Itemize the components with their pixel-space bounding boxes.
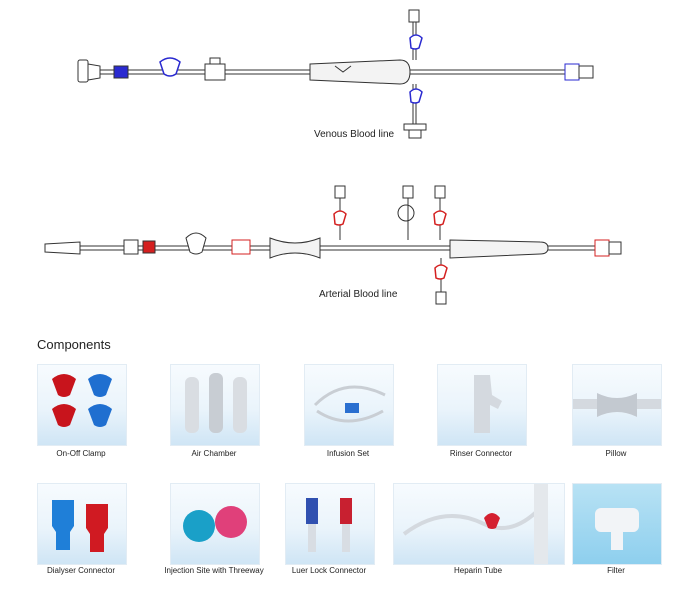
tile-label-luer-lock-connector: Luer Lock Connector: [291, 566, 367, 575]
infusion-set-photo: [304, 364, 394, 446]
venous-blood-line-diagram: Venous Blood line: [0, 0, 700, 150]
tile-label-dialyser-connector: Dialyser Connector: [46, 566, 116, 575]
luer-lock-connector-photo: [285, 483, 375, 565]
heparin-tube-photo: [393, 483, 565, 565]
arterial-line-label: Arterial Blood line: [319, 289, 398, 300]
tile-label-rinser-connector: Rinser Connector: [449, 449, 513, 458]
tile-label-pillow: Pillow: [605, 449, 627, 458]
arterial-line-drawing: [44, 185, 622, 305]
tile-label-air-chamber: Air Chamber: [191, 449, 237, 458]
venous-line-drawing: [77, 9, 594, 139]
tile-label-infusion-set: Infusion Set: [326, 449, 370, 458]
tile-label-heparin-tube: Heparin Tube: [453, 566, 503, 575]
filter-photo: [572, 483, 662, 565]
venous-line-label: Venous Blood line: [314, 129, 395, 140]
tile-label-on-off-clamp: On-Off Clamp: [56, 449, 106, 458]
tile-label-filter: Filter: [607, 566, 625, 575]
arterial-blood-line-diagram: Arterial Blood line: [0, 180, 700, 310]
pillow-photo: [572, 364, 662, 446]
tile-label-injection-site: Injection Site with Threeway: [164, 566, 264, 575]
injection-site-photo: [170, 483, 260, 565]
on-off-clamp-photo: [37, 364, 127, 446]
air-chamber-photo: [170, 364, 260, 446]
components-heading: Components: [37, 337, 111, 352]
rinser-connector-photo: [437, 364, 527, 446]
dialyser-connector-photo: [37, 483, 127, 565]
